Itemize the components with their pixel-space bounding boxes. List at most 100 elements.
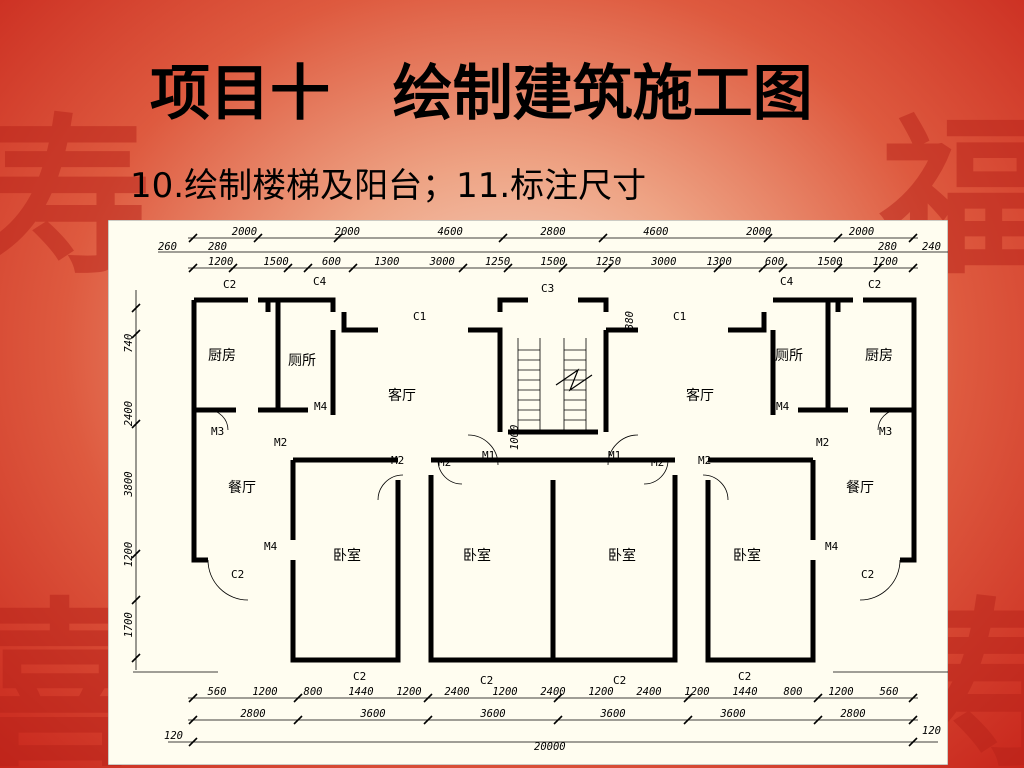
dim-bottom-1: 1200 [588, 686, 613, 698]
window-label: C2 [353, 670, 366, 683]
dimension-lines [133, 237, 948, 743]
door-label: M4 [825, 540, 839, 553]
room-label-kitchen-left: 厨房 [208, 348, 236, 364]
dim-top-left: 280 [208, 241, 227, 253]
room-label-dining-right: 餐厅 [846, 480, 874, 496]
dim-left: 1200 [123, 542, 135, 567]
room-label-dining-left: 餐厅 [228, 480, 256, 496]
dim-stair-offset: 380 [624, 311, 636, 331]
window-label: C4 [780, 275, 794, 288]
dim-top-1: 2800 [540, 226, 565, 238]
dim-bottom-1: 560 [880, 686, 899, 698]
door-label: M1 [608, 449, 621, 462]
dim-top-3: 1300 [707, 256, 732, 268]
room-label-toilet-right: 厕所 [775, 348, 803, 364]
door-label: M4 [264, 540, 278, 553]
dim-bottom-2: 3600 [479, 708, 505, 720]
dim-left: 3800 [123, 471, 135, 497]
dim-bottom-1: 1200 [828, 686, 853, 698]
slide-subtitle: 10.绘制楼梯及阳台；11.标注尺寸 [130, 166, 647, 206]
dim-bottom-2: 2800 [240, 708, 265, 720]
window-label: C2 [738, 670, 751, 683]
window-label: C2 [861, 568, 874, 581]
window-label: C2 [868, 278, 881, 291]
dim-top-3: 600 [765, 256, 784, 268]
room-label-bedroom-2: 卧室 [463, 547, 491, 564]
dim-top-3: 1250 [596, 256, 621, 268]
dim-bottom-1: 1200 [492, 686, 517, 698]
dim-top-right: 240 [922, 241, 941, 253]
room-label-bedroom-3: 卧室 [608, 547, 636, 564]
window-label: C2 [613, 674, 626, 687]
room-label-living-right: 客厅 [686, 387, 714, 404]
dim-top-3: 600 [322, 256, 341, 268]
door-label: M3 [879, 425, 892, 438]
window-label: C1 [413, 310, 426, 323]
dim-top-3: 1500 [540, 256, 565, 268]
dim-top-3: 1200 [208, 256, 233, 268]
dim-bottom-1: 800 [784, 686, 803, 698]
door-label: M2 [698, 454, 711, 467]
dim-bottom-1: 560 [208, 686, 227, 698]
dim-top-1: 2000 [335, 226, 360, 238]
dimension-texts: 2000 2000 4600 2800 4600 2000 2000 1200 1500 600 1… [123, 226, 898, 720]
room-label-living-left: 客厅 [388, 387, 416, 404]
dim-top-3: 3000 [429, 256, 455, 268]
slide-title: 项目十 绘制建筑施工图 [150, 59, 813, 129]
dim-total: 20000 [534, 741, 566, 753]
window-label: C1 [673, 310, 686, 323]
window-label: C2 [231, 568, 244, 581]
dim-bottom-2: 3600 [719, 708, 745, 720]
dim-bottom-2: 3600 [359, 708, 385, 720]
dim-bottom-1: 2400 [636, 686, 661, 698]
dimension-ticks [131, 233, 918, 747]
dim-bottom-1: 1440 [348, 686, 373, 698]
dim-top-1: 4600 [437, 226, 462, 238]
door-label: M2 [816, 436, 829, 449]
window-label: C2 [223, 278, 236, 291]
door-swings [207, 409, 901, 601]
dim-top-3: 1500 [817, 256, 842, 268]
window-label: C2 [480, 674, 493, 687]
dim-bottom-1: 1440 [732, 686, 757, 698]
dim-top-1: 2000 [232, 226, 257, 238]
dim-top-3: 1200 [873, 256, 898, 268]
dim-bottom-1: 1200 [396, 686, 421, 698]
window-label: C4 [313, 275, 327, 288]
room-label-bedroom-1: 卧室 [333, 547, 361, 564]
dim-bottom-left: 120 [164, 730, 183, 742]
dim-bottom-1: 2400 [444, 686, 469, 698]
dim-bottom-1: 1200 [684, 686, 709, 698]
door-label: M2 [391, 454, 404, 467]
dim-left: 1700 [123, 612, 135, 637]
room-label-bedroom-4: 卧室 [733, 547, 761, 564]
door-label: M4 [776, 400, 790, 413]
dim-bottom-2: 2800 [840, 708, 865, 720]
dim-bottom-2: 3600 [599, 708, 625, 720]
dim-bottom-1: 800 [304, 686, 323, 698]
dim-top-left: 260 [158, 241, 177, 253]
dim-bottom-right: 120 [922, 725, 941, 737]
dim-top-3: 3000 [650, 256, 676, 268]
dim-top-1: 2000 [849, 226, 874, 238]
dim-top-3: 1250 [485, 256, 510, 268]
room-label-toilet-left: 厕所 [288, 353, 316, 369]
dim-left: 740 [123, 334, 135, 353]
door-label: M2 [651, 456, 664, 469]
dim-bottom-1: 1200 [252, 686, 277, 698]
dim-left: 2400 [123, 401, 135, 426]
dim-top-1: 4600 [643, 226, 668, 238]
door-label: M4 [314, 400, 328, 413]
dim-top-right: 280 [878, 241, 897, 253]
dim-bottom-1: 2400 [540, 686, 565, 698]
dim-top-3: 1300 [374, 256, 399, 268]
dim-stair: 1000 [509, 425, 521, 450]
window-label: C3 [541, 282, 554, 295]
stair [517, 338, 593, 430]
door-label: M3 [211, 425, 224, 438]
dim-top-1: 2000 [746, 226, 771, 238]
floor-plan-drawing: 厨房 厕所 客厅 餐厅 卧室 卧室 卧室 卧室 客厅 厕所 厨房 餐厅 C2 C… [108, 220, 948, 765]
dim-top-3: 1500 [263, 256, 288, 268]
walls [191, 297, 917, 663]
